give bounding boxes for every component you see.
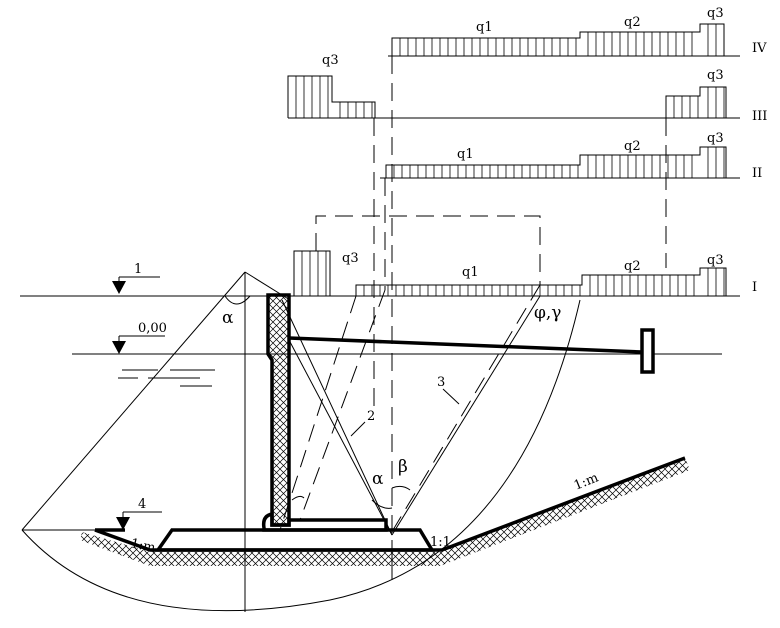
- anchor-plate: [640, 328, 655, 374]
- label-case-ii: II: [752, 166, 762, 181]
- load-outline-i-left: [293, 250, 331, 296]
- load-case-iv: [388, 23, 740, 57]
- callout-3-label: 3: [437, 375, 445, 390]
- label-slope-11: 1:1: [430, 535, 451, 550]
- load-hatch-ii: [393, 147, 725, 178]
- load-outline-iv: [391, 23, 725, 56]
- ground-hatching: [80, 458, 690, 566]
- retaining-wall: [94, 293, 686, 552]
- label-q3-i-left: q3: [342, 251, 359, 266]
- label-case-iii: III: [752, 109, 767, 124]
- level-marker-4: 4: [116, 497, 162, 530]
- load-outline-i: [355, 267, 727, 296]
- load-labels: q1 q2 q3 IV q3 q3 III q1 q2 q3 II q3 q1 …: [322, 6, 767, 295]
- level-marker-zero: 0,00: [112, 321, 215, 387]
- anchor-tie-rod: [288, 336, 643, 354]
- label-phi-gamma: φ,γ: [534, 303, 561, 323]
- label-slope-left: 1:m: [129, 536, 157, 556]
- marker-zero-label: 0,00: [138, 321, 167, 336]
- load-case-ii: [380, 146, 740, 179]
- label-q1-i: q1: [462, 265, 479, 280]
- label-q3-iv: q3: [707, 6, 724, 21]
- label-alpha-top: α: [222, 308, 234, 328]
- label-q3-iii-right: q3: [707, 68, 724, 83]
- dashed-construction-lines: [279, 56, 667, 540]
- label-case-iv: IV: [752, 41, 767, 56]
- load-case-iii: [287, 75, 740, 119]
- callout-2-label: 2: [367, 409, 375, 424]
- label-q3-i: q3: [707, 253, 724, 268]
- wall-footing: [261, 511, 388, 532]
- load-hatch-iv: [399, 24, 717, 56]
- label-q1-iv: q1: [476, 20, 493, 35]
- label-alpha-bottom: α: [372, 469, 384, 489]
- marker-4-label: 4: [138, 497, 146, 512]
- greek-labels: α α β φ,γ: [222, 303, 561, 489]
- label-q1-ii: q1: [457, 147, 474, 162]
- load-case-i: [20, 250, 740, 297]
- load-outline-ii: [385, 146, 727, 178]
- label-q2-i: q2: [624, 259, 641, 274]
- label-q2-iv: q2: [624, 15, 641, 30]
- label-q3-iii-left: q3: [322, 53, 339, 68]
- label-q3-ii: q3: [707, 131, 724, 146]
- label-q2-ii: q2: [624, 139, 641, 154]
- load-outline-iii-left: [287, 75, 376, 118]
- wall-stem: [266, 293, 291, 527]
- label-case-i: I: [752, 280, 757, 295]
- load-hatch-iii: [295, 76, 725, 118]
- ground-line: [94, 456, 686, 552]
- load-hatch-i: [301, 251, 725, 296]
- callouts: 2 3: [350, 375, 460, 437]
- level-marker-1: 1: [112, 262, 160, 294]
- load-outline-iii-right: [665, 86, 727, 118]
- label-beta: β: [398, 457, 408, 477]
- marker-1-label: 1: [134, 262, 142, 277]
